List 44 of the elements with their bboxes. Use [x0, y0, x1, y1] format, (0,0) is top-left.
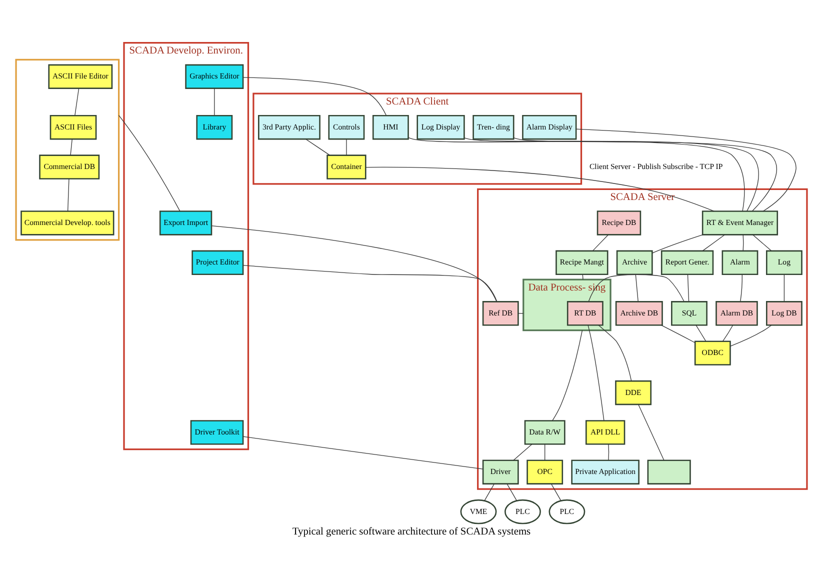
connector: [552, 330, 583, 422]
connector: [118, 114, 180, 212]
connector: [588, 274, 684, 302]
cluster: [15, 58, 120, 241]
connector: [506, 484, 518, 502]
node-box: [647, 460, 691, 484]
connector: [582, 274, 584, 280]
connector: [652, 234, 704, 254]
connector: [484, 484, 495, 502]
caption: Typical generic software architecture of SCADA systems: [292, 526, 531, 538]
connector: [784, 274, 785, 302]
connector: [67, 178, 70, 212]
connector: [687, 274, 690, 302]
connector: [550, 484, 562, 502]
connector: [696, 324, 706, 342]
connector: [408, 137, 745, 212]
connector: [740, 274, 742, 302]
connector: [608, 444, 610, 461]
connector: [730, 324, 772, 346]
connector: [70, 138, 72, 156]
connector: [242, 436, 484, 470]
connector: [702, 234, 726, 252]
connector: [722, 324, 734, 342]
connector: [752, 234, 772, 252]
connector: [742, 234, 744, 252]
connector: [214, 88, 215, 116]
connector: [598, 324, 632, 382]
connector: [242, 77, 387, 116]
connector: [660, 324, 696, 344]
connector: [588, 324, 604, 421]
connector: [635, 274, 638, 302]
connector: [365, 166, 714, 212]
connector: [211, 226, 497, 302]
connector: [592, 234, 609, 252]
connector: [513, 444, 532, 461]
connector: [544, 444, 546, 461]
connector: [576, 128, 796, 212]
connector: [74, 88, 80, 116]
connector: [242, 265, 498, 302]
connector: [638, 404, 664, 461]
connector: [346, 138, 347, 156]
connector: [513, 137, 778, 212]
connector: [305, 138, 330, 156]
connector: [464, 138, 759, 212]
